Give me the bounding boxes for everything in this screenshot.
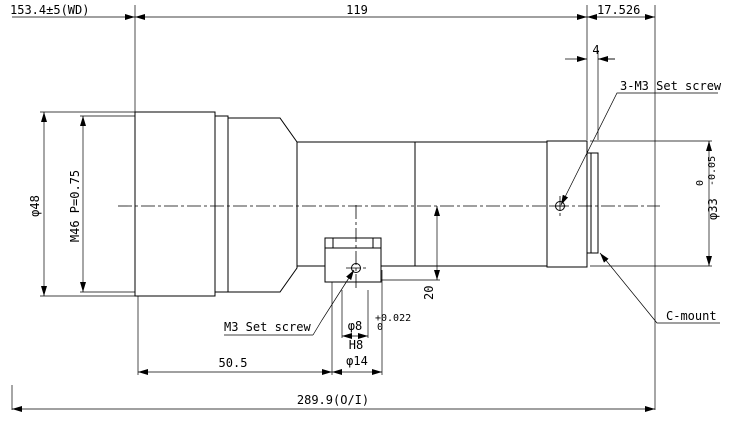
dim-119-label: 119 <box>346 3 368 17</box>
dim-phi8-tol-upper: +0.022 <box>375 313 411 324</box>
dim-phi33-tol-upper: 0 <box>695 180 706 186</box>
callout-m3-set-screw: M3 Set screw <box>224 320 311 334</box>
dim-phi14-label: φ14 <box>346 354 368 368</box>
dim-17526-label: 17.526 <box>597 3 640 17</box>
callout-3-m3-set-screw: 3-M3 Set screw <box>620 79 722 93</box>
dim-total-label: 289.9(O/I) <box>297 393 369 407</box>
dim-thread-label: M46 P=0.75 <box>68 170 82 242</box>
dim-wd-label: 153.4±5(WD) <box>10 3 89 17</box>
dim-phi48-label: φ48 <box>28 195 42 217</box>
dim-phi33-label: φ33 <box>706 198 720 220</box>
ring-step <box>214 115 229 293</box>
callout-c-mount: C-mount <box>666 309 717 323</box>
taper-section <box>227 117 298 293</box>
dim-h8-label: H8 <box>349 338 363 352</box>
dim-4-label: 4 <box>592 43 599 57</box>
lens-body <box>134 111 599 297</box>
mount-collar <box>546 140 588 268</box>
focus-ring <box>134 111 216 297</box>
dimension-texts: 153.4±5(WD) 119 17.526 4 289.9(O/I) 50.5… <box>10 3 720 407</box>
c-mount-flange <box>586 152 599 254</box>
center-lines <box>118 196 660 290</box>
dim-phi8-tol-lower: 0 <box>377 322 383 333</box>
leader-lines <box>224 92 720 336</box>
dim-phi33-tol-lower: -0.05 <box>707 156 718 186</box>
dim-505-label: 50.5 <box>219 356 248 370</box>
callout-texts: 3-M3 Set screw M3 Set screw C-mount <box>224 79 722 334</box>
dim-20-label: 20 <box>422 286 436 300</box>
dimension-lines <box>12 14 712 412</box>
dim-phi8-label: φ8 <box>348 319 362 333</box>
